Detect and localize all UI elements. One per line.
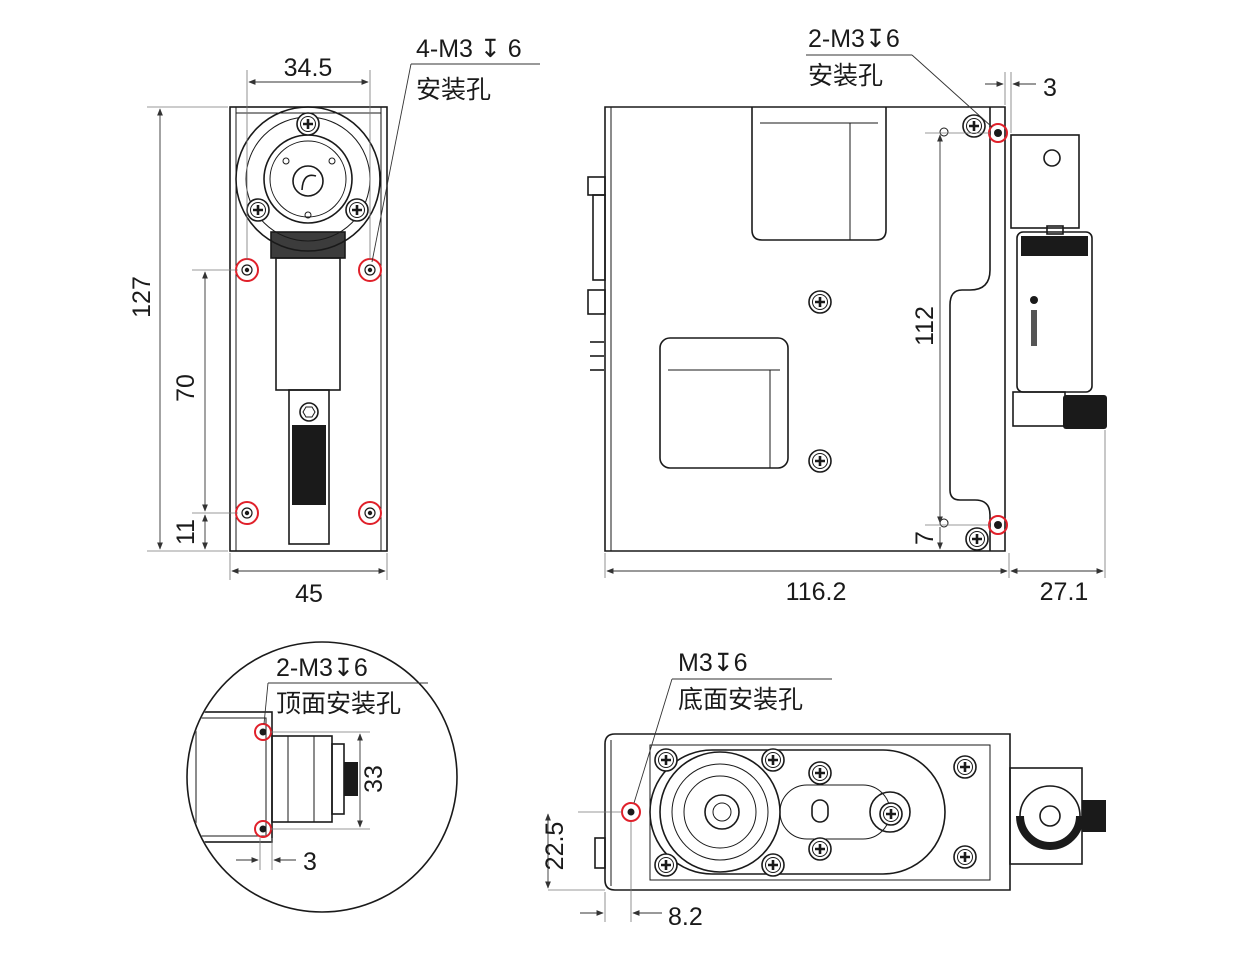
screw-head-icon — [878, 801, 904, 827]
screw-head-icon — [807, 760, 833, 786]
detail-hole-callout-label: 顶面安装孔 — [276, 690, 401, 718]
screw-head-icon — [653, 747, 679, 773]
detail-view: 33 3 2-M3↧6 顶面安装孔 — [186, 641, 458, 913]
bottom-hole-callout-spec: M3↧6 — [678, 649, 748, 677]
mounting-hole-marker-icon — [254, 723, 272, 838]
screw-head-icon — [653, 852, 679, 878]
side-dim-bottom-offset: 7 — [911, 531, 939, 545]
detail-dim-hole-spacing: 33 — [360, 765, 388, 793]
front-dim-height-mid: 70 — [172, 374, 200, 402]
detail-dim-edge-offset: 3 — [303, 848, 317, 876]
front-dim-height-bottom: 11 — [172, 519, 200, 545]
front-dim-bottom-width: 45 — [295, 580, 323, 608]
bottom-dim-vertical: 22.5 — [541, 822, 569, 871]
screw-head-icon — [952, 844, 978, 870]
screw-head-icon — [245, 197, 271, 223]
side-body-outline — [604, 106, 1006, 552]
bottom-dim-horizontal: 8.2 — [668, 903, 703, 931]
screw-head-icon — [807, 836, 833, 862]
screw-head-icon — [807, 448, 833, 474]
front-view: 34.5 127 70 11 45 4-M3 ↧ 6 安装孔 — [128, 35, 540, 608]
side-dim-edge-offset: 3 — [1043, 74, 1057, 102]
side-hole-callout-label: 安装孔 — [808, 62, 883, 90]
front-dim-height-total: 127 — [128, 276, 156, 318]
side-dim-body-length: 116.2 — [786, 578, 847, 606]
bottom-hole-callout-label: 底面安装孔 — [678, 686, 803, 714]
bottom-body-outline — [604, 733, 1011, 891]
screw-head-icon — [760, 747, 786, 773]
mounting-hole-marker-icon — [621, 802, 641, 822]
bottom-view: 22.5 8.2 M3↧6 底面安装孔 — [541, 649, 1106, 931]
detail-hole-callout-spec: 2-M3↧6 — [276, 654, 368, 682]
front-dim-top-width: 34.5 — [284, 54, 333, 82]
side-dim-vertical: 112 — [911, 306, 939, 346]
side-view: 3 112 7 116.2 27.1 2-M3↧6 安装孔 — [587, 25, 1107, 606]
screw-head-icon — [952, 754, 978, 780]
screw-head-icon — [964, 526, 990, 552]
side-hole-callout-spec: 2-M3↧6 — [808, 25, 900, 53]
screw-head-icon — [807, 289, 833, 315]
screw-head-icon — [295, 111, 321, 137]
front-hole-callout-label: 安装孔 — [416, 76, 491, 104]
screw-head-icon — [344, 197, 370, 223]
side-dim-overhang: 27.1 — [1040, 578, 1089, 606]
detail-circle-outline — [186, 641, 458, 913]
screw-head-icon — [760, 852, 786, 878]
front-hole-callout-spec: 4-M3 ↧ 6 — [416, 35, 522, 63]
